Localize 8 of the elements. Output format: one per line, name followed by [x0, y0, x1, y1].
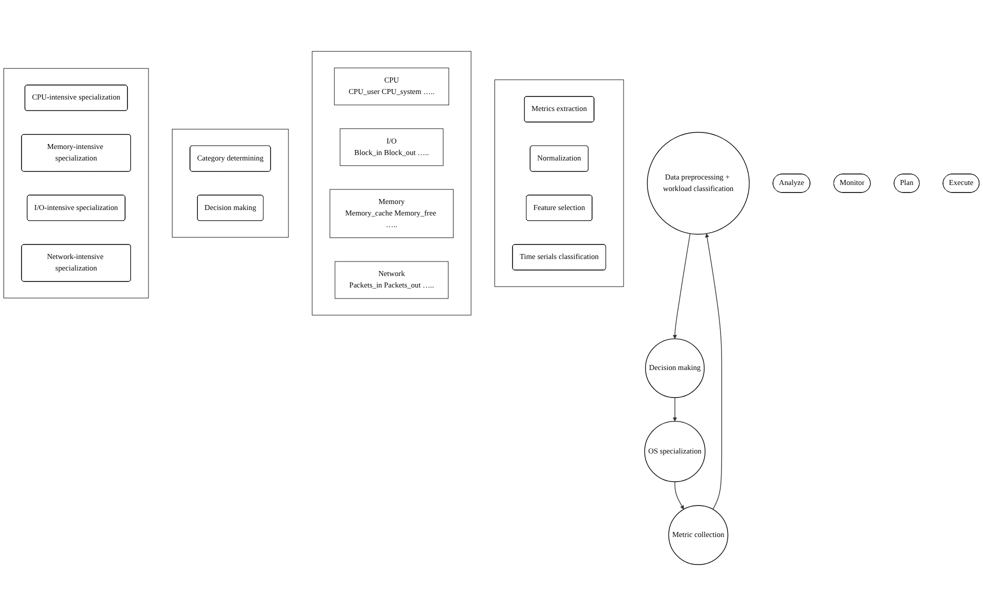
arrow — [672, 233, 690, 340]
arrow — [674, 481, 684, 510]
cluster — [172, 128, 289, 238]
cluster — [4, 68, 149, 298]
cluster — [312, 51, 472, 316]
arrow — [672, 397, 677, 422]
cluster — [494, 80, 624, 287]
arrow — [705, 233, 722, 510]
